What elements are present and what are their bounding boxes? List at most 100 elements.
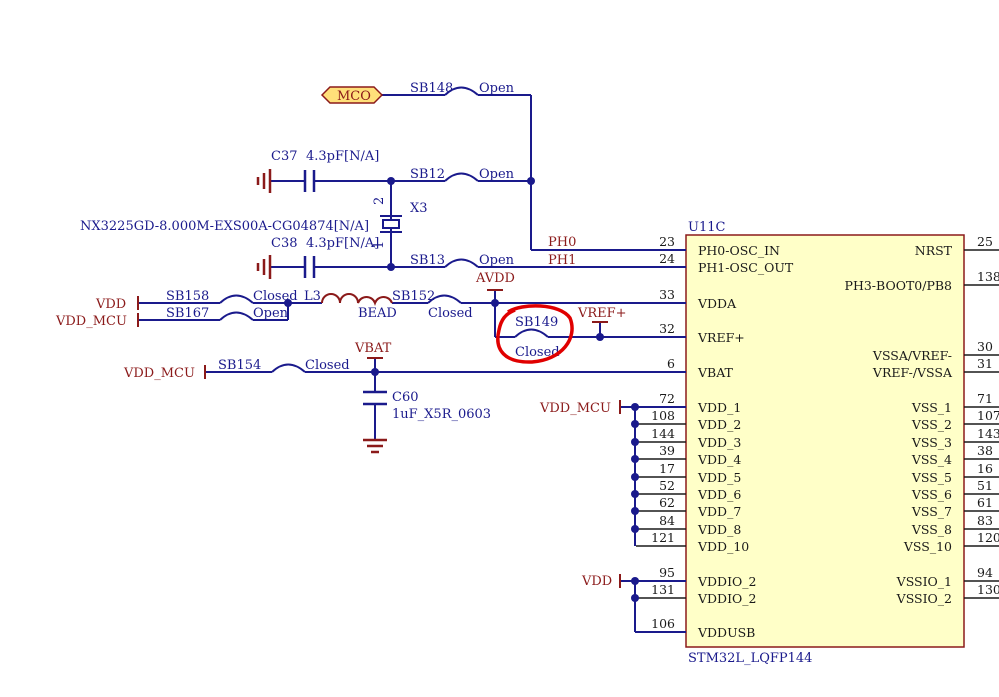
left-pin-group: 23PH0-OSC_IN24PH1-OSC_OUT33VDDA32VREF+6V… bbox=[636, 234, 794, 640]
pin-number: 38 bbox=[977, 443, 993, 458]
sb167-state: Open bbox=[253, 306, 289, 321]
net-vref: VREF+ bbox=[577, 306, 627, 321]
pin-name: VSS_8 bbox=[911, 522, 952, 537]
x3-ref: X3 bbox=[410, 201, 428, 216]
pin-name: PH0-OSC_IN bbox=[698, 243, 780, 258]
c38-value: 4.3pF[N/A] bbox=[306, 236, 379, 251]
pin-number: 51 bbox=[977, 478, 993, 493]
pin-number: 95 bbox=[659, 565, 675, 580]
sb12-state: Open bbox=[479, 167, 515, 182]
net-ph0: PH0 bbox=[548, 235, 576, 250]
mco-label: MCO bbox=[337, 89, 371, 104]
l3-ref: L3 bbox=[304, 289, 321, 304]
net-vdd-mcu-1: VDD_MCU bbox=[55, 314, 127, 329]
pin-number: 16 bbox=[977, 461, 993, 476]
cap-c37 bbox=[303, 170, 325, 192]
junction-dot bbox=[631, 594, 639, 602]
net-vdd-mcu-3: VDD_MCU bbox=[539, 401, 611, 416]
pin-number: 71 bbox=[977, 391, 993, 406]
junction-dot bbox=[387, 177, 395, 185]
pin-name: VSS_2 bbox=[911, 417, 952, 432]
junction-dot bbox=[527, 177, 535, 185]
pin-name: VDD_1 bbox=[697, 400, 741, 415]
power-flags bbox=[137, 289, 621, 588]
sb148-ref: SB148 bbox=[410, 81, 453, 96]
sb149-ref: SB149 bbox=[515, 315, 558, 330]
junction-dot bbox=[631, 490, 639, 498]
pin-name: VSS_4 bbox=[911, 452, 952, 467]
pin-name: VSS_10 bbox=[903, 539, 952, 554]
ic-body bbox=[685, 234, 965, 648]
junction-dot bbox=[491, 299, 499, 307]
net-vdd-1: VDD bbox=[95, 297, 126, 312]
pin-number: 121 bbox=[651, 530, 675, 545]
sb148-arc bbox=[444, 86, 479, 96]
sb158-ref: SB158 bbox=[166, 289, 209, 304]
pin-name: PH1-OSC_OUT bbox=[698, 260, 794, 275]
ground-symbols bbox=[256, 169, 387, 454]
pin-number: 6 bbox=[667, 356, 675, 371]
pin-number: 39 bbox=[659, 443, 675, 458]
junction-dot bbox=[631, 438, 639, 446]
sb158-state: Closed bbox=[253, 289, 298, 304]
junction-dots bbox=[284, 177, 639, 602]
pin-number: 108 bbox=[651, 408, 675, 423]
junction-dot bbox=[596, 333, 604, 341]
pin-number: 52 bbox=[659, 478, 675, 493]
pin-name: VDDIO_2 bbox=[697, 574, 756, 589]
pin-number: 130 bbox=[977, 582, 999, 597]
sb12-ref: SB12 bbox=[410, 167, 445, 182]
jumper-arcs bbox=[219, 86, 549, 373]
pin-name: VBAT bbox=[697, 365, 734, 380]
sb158-arc bbox=[219, 294, 254, 304]
c60-value: 1uF_X5R_0603 bbox=[392, 407, 491, 422]
junction-dot bbox=[631, 420, 639, 428]
ic-ref: U11C bbox=[688, 220, 725, 235]
pin-number: 24 bbox=[659, 251, 675, 266]
sb148-state: Open bbox=[479, 81, 515, 96]
pin-name: VSSIO_2 bbox=[896, 591, 952, 606]
pin-number: 30 bbox=[977, 339, 993, 354]
pin-name: VDDUSB bbox=[697, 625, 755, 640]
sb152-state: Closed bbox=[428, 306, 473, 321]
pin-number: 144 bbox=[651, 426, 675, 441]
pin-number: 83 bbox=[977, 513, 993, 528]
crystal-x3 bbox=[380, 215, 402, 233]
junction-dot bbox=[631, 525, 639, 533]
junction-dot bbox=[387, 263, 395, 271]
pin-name: VSS_3 bbox=[911, 435, 952, 450]
pin-name: VDD_8 bbox=[697, 522, 741, 537]
pin-name: VDD_4 bbox=[697, 452, 741, 467]
sb152-arc bbox=[427, 294, 462, 304]
pin-name: VDD_10 bbox=[697, 539, 749, 554]
pin-number: 107 bbox=[977, 408, 999, 423]
pin-name: VSSA/VREF- bbox=[872, 348, 952, 363]
sb149-state: Closed bbox=[515, 345, 560, 360]
pin-number: 131 bbox=[651, 582, 675, 597]
pin-number: 33 bbox=[659, 287, 675, 302]
pin-number: 94 bbox=[977, 565, 993, 580]
pin-name: VDD_2 bbox=[697, 417, 741, 432]
pin-name: VDD_6 bbox=[697, 487, 741, 502]
net-vdd-mcu-2: VDD_MCU bbox=[123, 366, 195, 381]
pin-name: VREF-/VSSA bbox=[872, 365, 953, 380]
x3-pin1: 1 bbox=[372, 241, 387, 249]
pin-name: VDDA bbox=[697, 296, 737, 311]
